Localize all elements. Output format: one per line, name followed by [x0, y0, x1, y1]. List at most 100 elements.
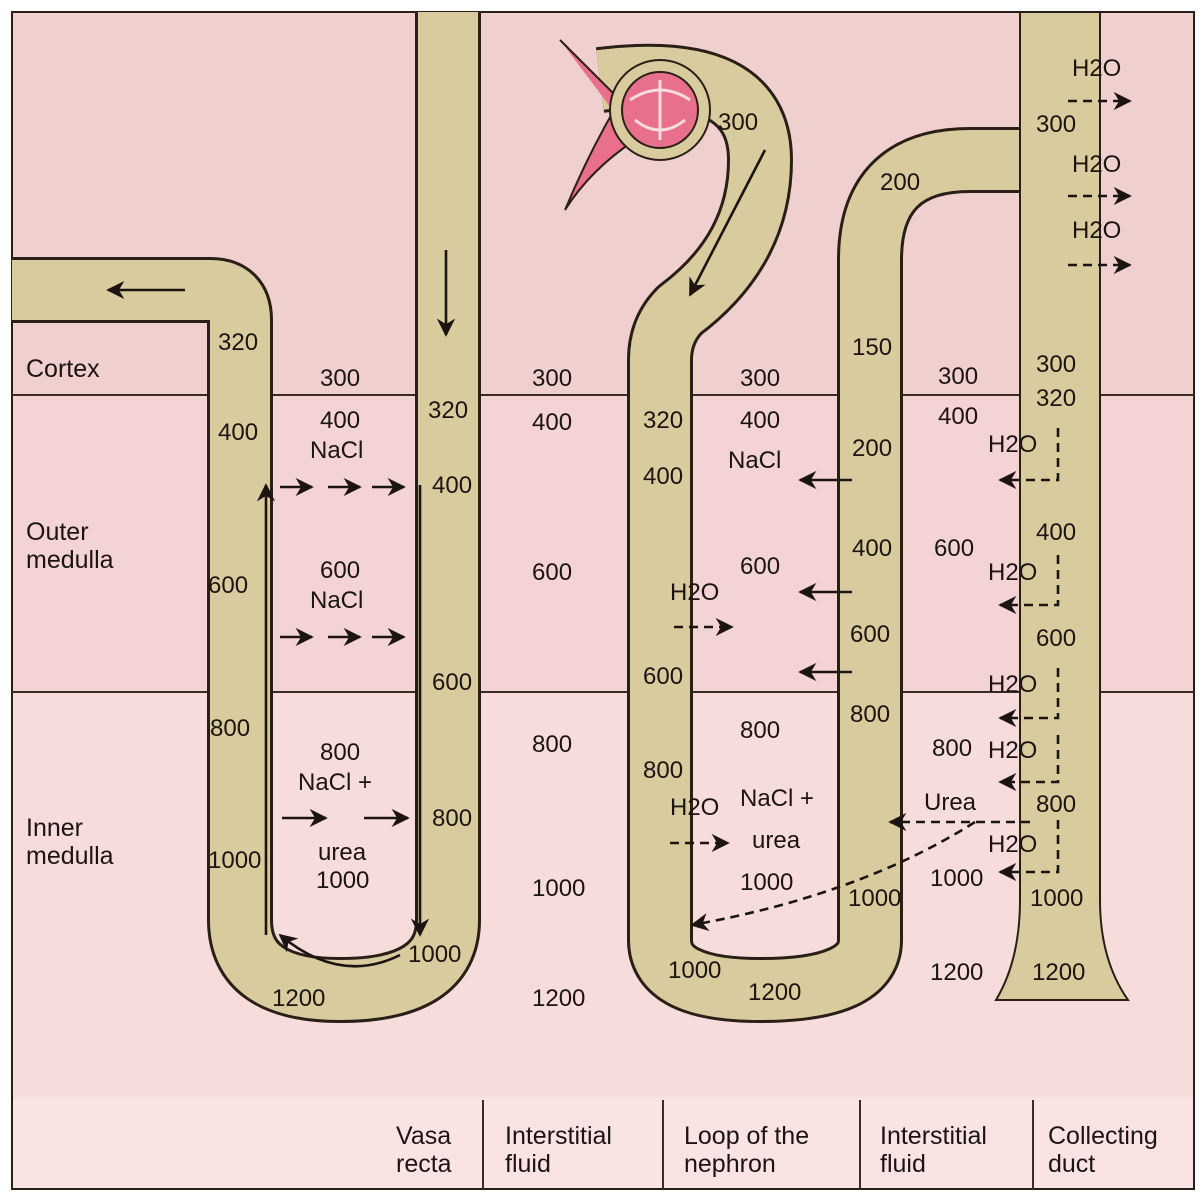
value-label: 400: [432, 472, 472, 499]
h2o-label: H2O: [1072, 55, 1121, 82]
ascending-nacl-arrows: [798, 470, 852, 682]
value-label: 1000: [1030, 885, 1083, 912]
vasa-up-arrows: [256, 483, 430, 968]
value-label: 600: [208, 572, 248, 599]
solute-label: NaCl: [310, 587, 363, 614]
footer-interstitial-label: Interstitial: [505, 1122, 612, 1150]
solute-label: NaCl: [310, 437, 363, 464]
value-label: 400: [532, 409, 572, 436]
solute-label: urea: [318, 839, 367, 866]
outer-medulla-label: medulla: [26, 546, 114, 574]
value-label: 400: [643, 463, 683, 490]
value-label: 400: [1036, 519, 1076, 546]
frame: [11, 11, 1195, 1190]
value-label: 600: [1036, 625, 1076, 652]
value-label: 320: [218, 329, 258, 356]
value-label: 1000: [930, 865, 983, 892]
value-label: 1000: [208, 847, 261, 874]
cortex-label: Cortex: [26, 355, 100, 383]
solute-label: NaCl +: [740, 785, 814, 812]
value-label: 300: [1036, 111, 1076, 138]
value-label: 1000: [408, 941, 461, 968]
value-label: 320: [428, 397, 468, 424]
value-label: 1200: [930, 959, 983, 986]
value-label: 400: [740, 407, 780, 434]
value-label: 300: [718, 109, 758, 136]
footer-loop-label: Loop of the: [684, 1122, 809, 1150]
value-label: 1200: [272, 985, 325, 1012]
value-label: 400: [852, 535, 892, 562]
value-label: 800: [320, 739, 360, 766]
solute-label: NaCl +: [298, 769, 372, 796]
value-label: 800: [210, 715, 250, 742]
value-label: 200: [880, 169, 920, 196]
value-label: 300: [532, 365, 572, 392]
footer-interstitial-label: Interstitial: [880, 1122, 987, 1150]
urea-arrows: [690, 812, 1030, 932]
nephron-loop-tube: [595, 43, 1062, 1023]
value-label: 600: [320, 557, 360, 584]
footer-vasa-label: recta: [396, 1150, 452, 1178]
value-label: 150: [852, 334, 892, 361]
collecting-duct-tube: [994, 11, 1130, 1001]
footer-region: [12, 1097, 1194, 1189]
value-label: 1200: [748, 979, 801, 1006]
solute-label: urea: [752, 827, 801, 854]
h2o-label: H2O: [988, 671, 1037, 698]
value-label: 1200: [1032, 959, 1085, 986]
h2o-label: H2O: [988, 737, 1037, 764]
value-label: 400: [320, 407, 360, 434]
value-label: 600: [532, 559, 572, 586]
value-label: 600: [740, 553, 780, 580]
inner-medulla-label: Inner: [26, 814, 83, 842]
descending-h2o-arrows: [670, 617, 734, 853]
value-label: 600: [643, 663, 683, 690]
h2o-label: H2O: [988, 559, 1037, 586]
value-label: 300: [320, 365, 360, 392]
footer-interstitial-label: fluid: [880, 1150, 926, 1178]
flow-arrows: [106, 149, 767, 337]
value-label: 600: [934, 535, 974, 562]
value-label: 1000: [668, 957, 721, 984]
value-label: 800: [932, 735, 972, 762]
value-label: 300: [938, 363, 978, 390]
h2o-label: H2O: [1072, 217, 1121, 244]
value-label: 1000: [848, 885, 901, 912]
value-label: 1000: [532, 875, 585, 902]
value-label: 320: [643, 407, 683, 434]
value-label: 1000: [740, 869, 793, 896]
vasa-recta-tube: [12, 12, 481, 1023]
value-label: 1200: [532, 985, 585, 1012]
outer-medulla-label: Outer: [26, 518, 89, 546]
inner-medulla-label: medulla: [26, 842, 114, 870]
value-label: 800: [1036, 791, 1076, 818]
footer-collecting-label: duct: [1048, 1150, 1095, 1178]
value-label: 200: [852, 435, 892, 462]
value-label: 600: [432, 669, 472, 696]
value-label: 600: [850, 621, 890, 648]
value-label: 400: [218, 419, 258, 446]
h2o-label: H2O: [670, 794, 719, 821]
value-label: 300: [1036, 351, 1076, 378]
value-label: 1000: [316, 867, 369, 894]
value-label: 300: [740, 365, 780, 392]
value-label: 800: [643, 757, 683, 784]
footer-vasa-label: Vasa: [396, 1122, 451, 1150]
value-label: 800: [740, 717, 780, 744]
footer-interstitial-label: fluid: [505, 1150, 551, 1178]
h2o-label: H2O: [1072, 151, 1121, 178]
value-label: 400: [938, 403, 978, 430]
value-label: 800: [432, 805, 472, 832]
medulla-h2o-arrows: [998, 428, 1060, 882]
h2o-label: H2O: [988, 831, 1037, 858]
solute-label: NaCl: [728, 447, 781, 474]
footer-loop-label: nephron: [684, 1150, 776, 1178]
value-label: 800: [850, 701, 890, 728]
cortex-h2o-arrows: [1068, 91, 1132, 275]
h2o-label: H2O: [670, 579, 719, 606]
footer-collecting-label: Collecting: [1048, 1122, 1158, 1150]
value-label: 320: [1036, 385, 1076, 412]
glomerulus-icon: [559, 39, 711, 211]
